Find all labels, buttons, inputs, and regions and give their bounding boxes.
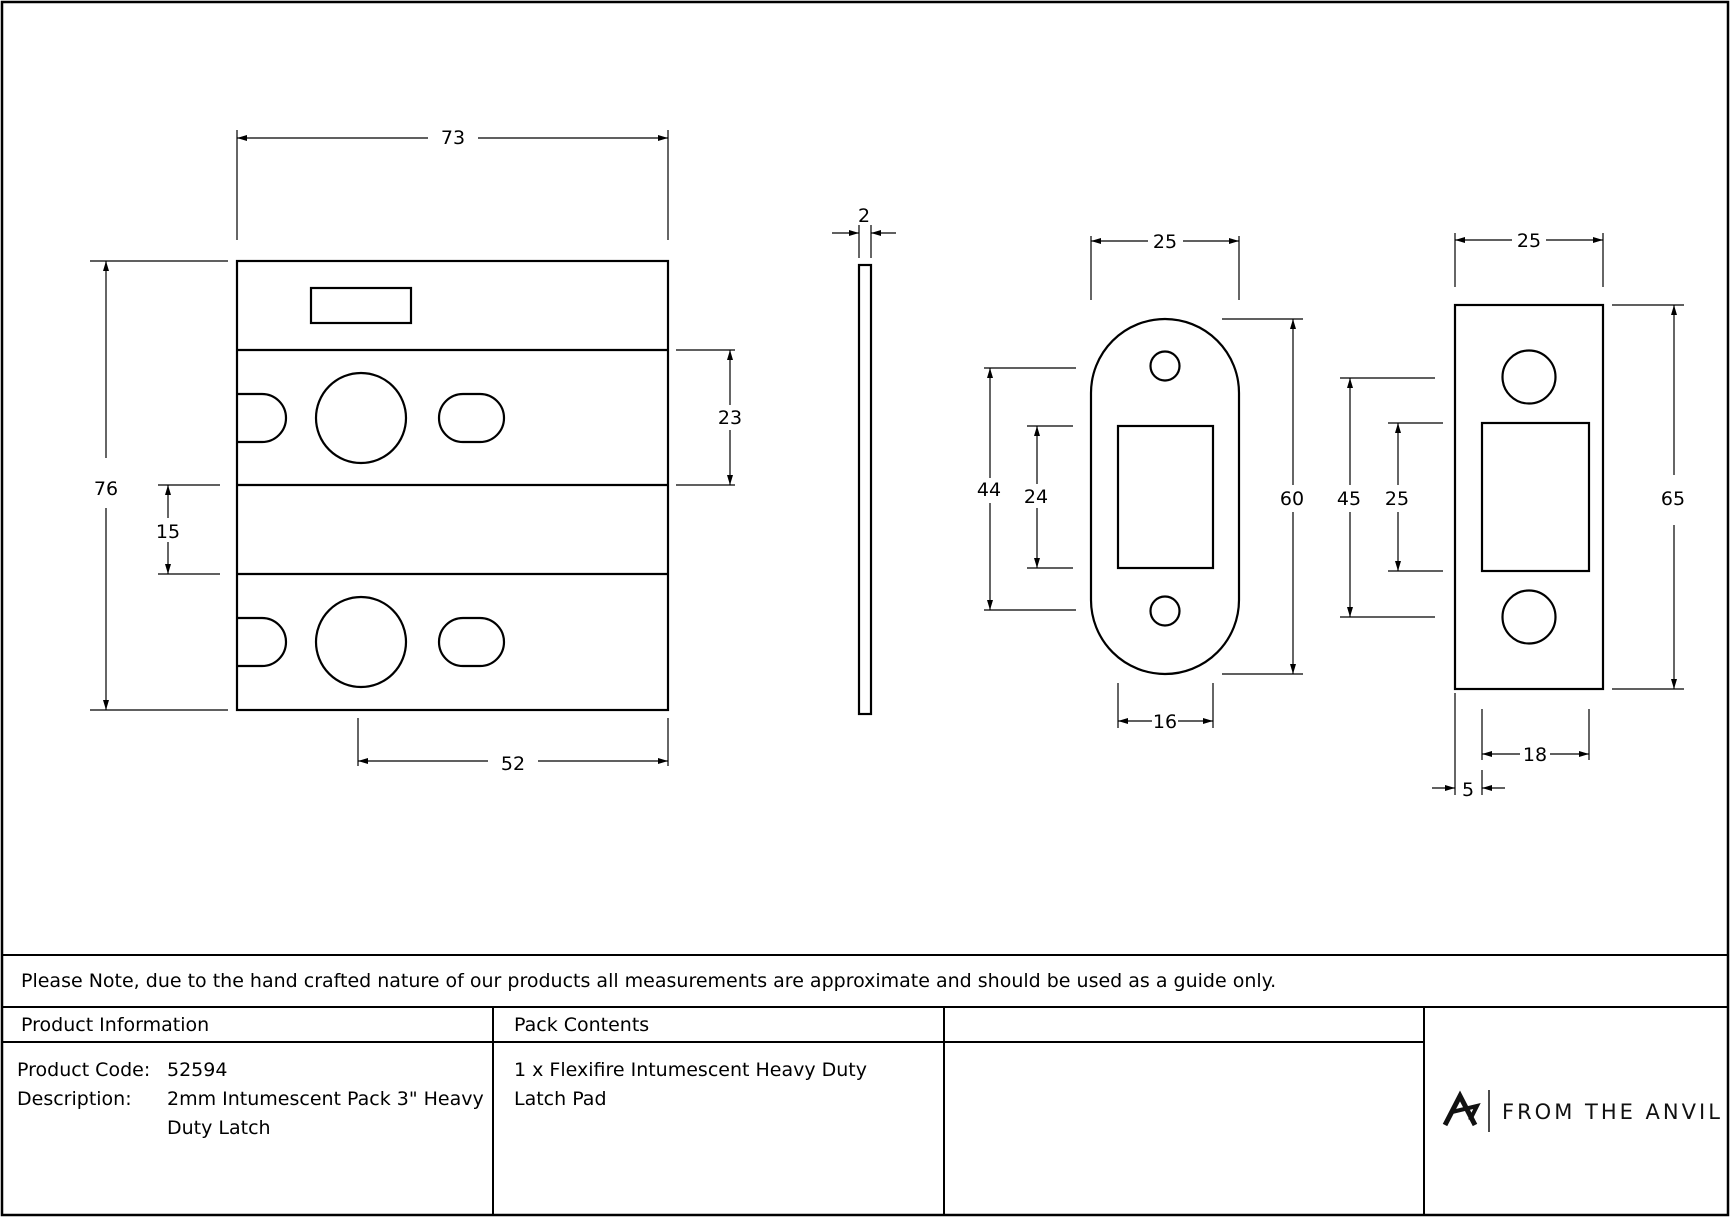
square-screw-hole-top — [1501, 349, 1557, 405]
square-latch-slot — [1480, 421, 1591, 573]
brand-name: FROM THE ANVIL — [1502, 1100, 1723, 1124]
rectangular-slot — [309, 286, 413, 325]
radius-screw-hole-top — [1149, 350, 1181, 382]
disclaimer-note: Please Note, due to the hand crafted nat… — [21, 970, 1277, 992]
radius-plate-view: 25 60 44 24 16 — [977, 231, 1304, 733]
side-view: 2 — [832, 205, 896, 716]
dim-radius-height: 60 — [1280, 488, 1304, 510]
product-code-value: 52594 — [167, 1059, 228, 1081]
dim-radius-width: 25 — [1153, 231, 1177, 253]
description-line-2: Duty Latch — [167, 1117, 271, 1139]
square-plate-outline — [1453, 303, 1605, 691]
pack-contents-line-1: 1 x Flexifire Intumescent Heavy Duty — [514, 1059, 868, 1081]
dim-square-width: 25 — [1517, 230, 1541, 252]
dim-square-height: 65 — [1661, 488, 1685, 510]
oval-slot-upper — [437, 392, 506, 444]
product-info-header: Product Information — [21, 1014, 210, 1036]
dim-square-slot-width: 18 — [1523, 744, 1547, 766]
description-label: Description: — [17, 1088, 132, 1110]
dim-offset-52: 52 — [501, 753, 525, 775]
pack-contents-header: Pack Contents — [514, 1014, 650, 1036]
oval-slot-lower — [437, 616, 506, 668]
dim-spacing-15: 15 — [156, 521, 180, 543]
title-block-grid — [2, 954, 1728, 1215]
radius-plate-outline — [1089, 317, 1241, 676]
dim-square-hole-centres: 45 — [1337, 488, 1361, 510]
front-plate-view: 73 76 15 23 52 — [90, 127, 742, 775]
radius-latch-slot — [1116, 424, 1215, 570]
dim-spacing-23: 23 — [718, 407, 742, 429]
side-profile — [857, 263, 873, 716]
dim-radius-hole-centres: 44 — [977, 479, 1001, 501]
anvil-a-logo-icon — [1442, 1090, 1490, 1132]
dim-radius-slot-width: 16 — [1153, 711, 1177, 733]
edge-notch-upper — [237, 392, 288, 444]
square-plate-view: 25 65 45 25 18 5 — [1337, 230, 1685, 801]
round-hole-upper — [314, 371, 408, 465]
pack-contents-line-2: Latch Pad — [514, 1088, 607, 1110]
dim-square-slot-height: 25 — [1385, 488, 1409, 510]
dim-plate-width: 73 — [441, 127, 465, 149]
radius-screw-hole-bottom — [1149, 595, 1181, 627]
dim-thickness: 2 — [858, 205, 870, 227]
dim-plate-height: 76 — [94, 478, 118, 500]
dim-radius-slot-height: 24 — [1024, 486, 1048, 508]
square-screw-hole-bottom — [1501, 589, 1557, 645]
description-line-1: 2mm Intumescent Pack 3" Heavy — [167, 1088, 484, 1110]
round-hole-lower — [314, 595, 408, 689]
product-code-label: Product Code: — [17, 1059, 151, 1081]
dim-square-slot-offset: 5 — [1462, 779, 1474, 801]
edge-notch-lower — [237, 616, 288, 668]
